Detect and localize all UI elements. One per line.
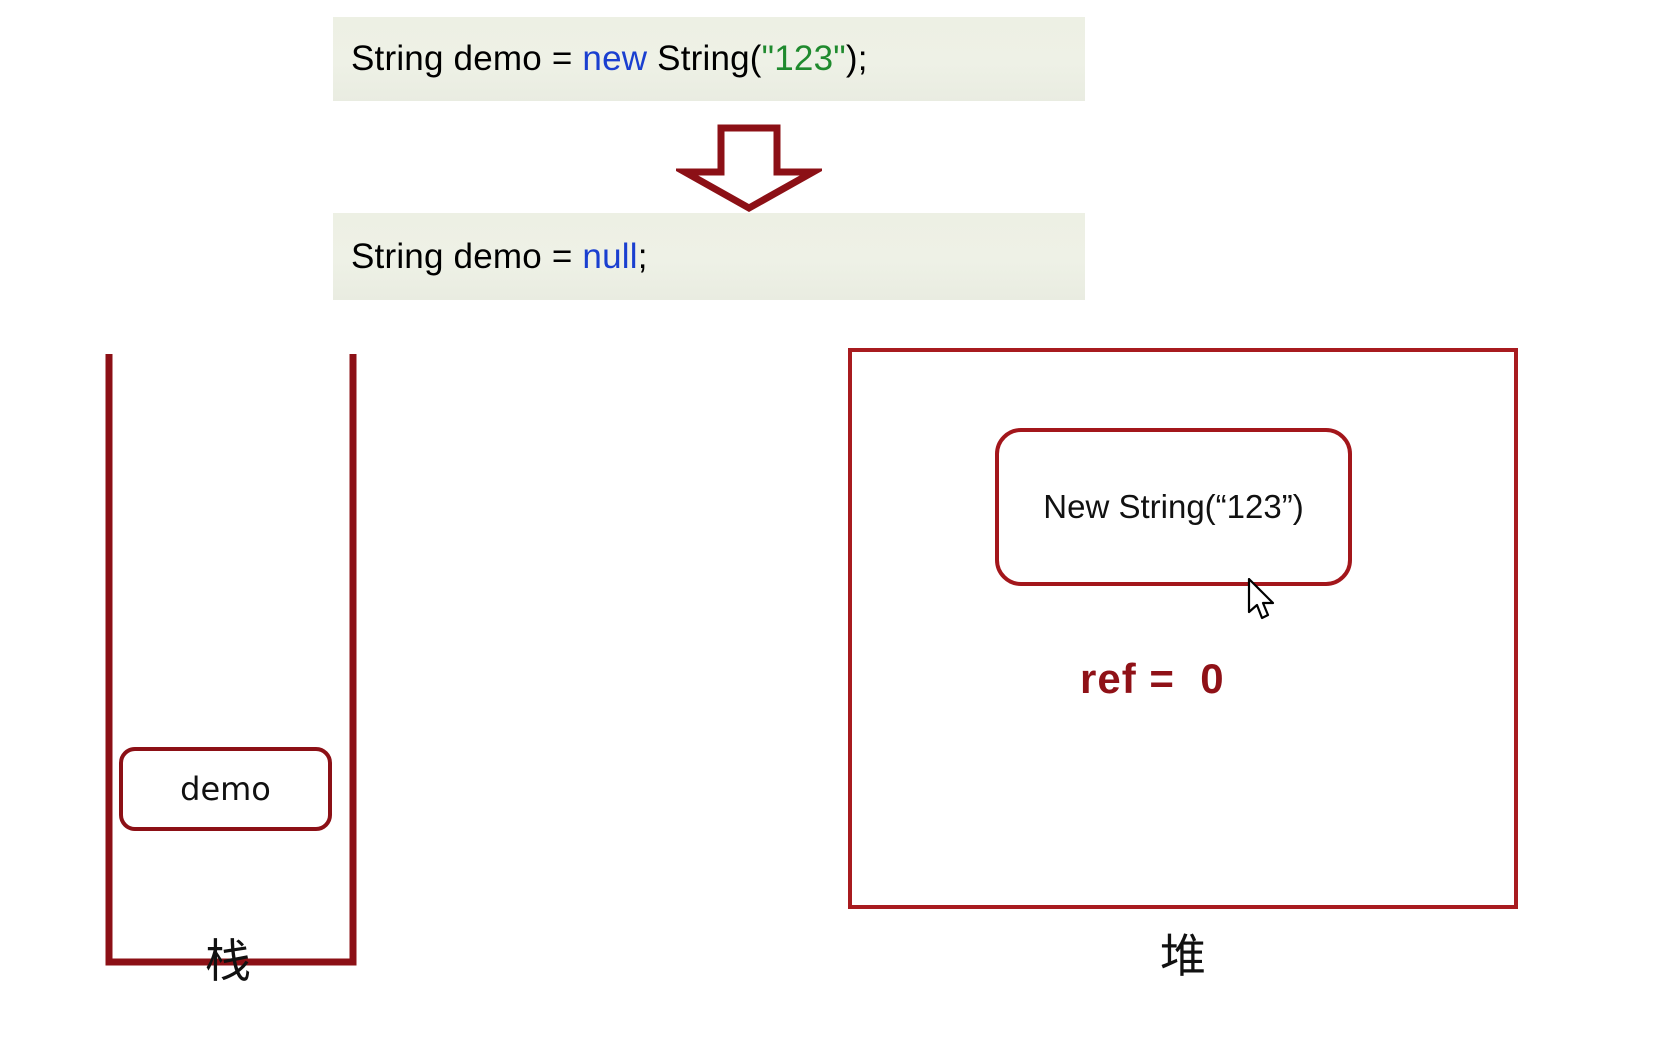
code-token-plain-1: String demo =: [351, 39, 583, 78]
stack-slot-demo: demo: [119, 747, 332, 831]
code-snippet-null-assignment: String demo = null;: [333, 213, 1085, 300]
code-token-plain-3: );: [845, 39, 868, 78]
code-line-new: String demo = new String("123");: [351, 39, 868, 79]
code-token-keyword-new: new: [582, 39, 648, 78]
heap-caption: 堆: [1160, 929, 1206, 983]
code-snippet-new-string: String demo = new String("123");: [333, 17, 1085, 101]
stack-caption: 栈: [205, 934, 251, 988]
reference-count-label: ref = 0: [1080, 655, 1225, 702]
stack-container: [100, 348, 362, 968]
code-token-string-literal: "123": [761, 39, 846, 78]
code-token-keyword-null: null: [582, 236, 638, 276]
heap-object-string-label: New String(“123”): [1043, 488, 1304, 525]
stack-slot-demo-label: demo: [180, 770, 271, 808]
code-line-null: String demo = null;: [351, 237, 648, 277]
code-token-plain-2: String(: [647, 39, 762, 78]
code-token-plain-5: ;: [637, 236, 648, 276]
down-arrow-icon: [671, 122, 827, 213]
heap-object-string: New String(“123”): [995, 428, 1352, 586]
code-token-plain-4: String demo =: [351, 236, 583, 276]
